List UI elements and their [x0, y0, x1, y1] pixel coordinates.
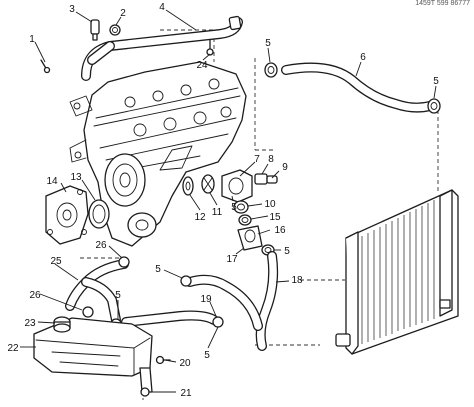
callout-5-tank: 5	[115, 290, 121, 301]
callout-7: 7	[254, 154, 260, 165]
bypass-hose	[185, 274, 263, 331]
outlet-pipe	[237, 225, 263, 251]
water-pump-gasket	[88, 199, 110, 229]
callout-6: 6	[360, 52, 366, 63]
hose-clamp	[82, 306, 94, 318]
bolt	[40, 59, 51, 74]
radiator-core-fins	[361, 200, 435, 344]
callout-1: 1	[29, 34, 35, 45]
o-ring	[238, 214, 252, 226]
callout-5-bypass: 5	[155, 264, 161, 275]
surge-tank-hose	[65, 259, 129, 325]
callout-20: 20	[179, 358, 191, 369]
radiator	[335, 189, 459, 355]
hose-clamp	[264, 62, 278, 78]
callout-12: 12	[194, 212, 206, 223]
callout-5-housing: 5	[231, 202, 237, 213]
callout-9: 9	[282, 162, 288, 173]
callout-5-top: 5	[265, 38, 271, 49]
callout-4: 4	[159, 2, 165, 13]
callout-22: 22	[7, 343, 19, 354]
callout-14: 14	[46, 176, 58, 187]
hose-clamp	[212, 316, 224, 328]
callout-23: 23	[24, 318, 36, 329]
engine-block	[69, 61, 247, 247]
hose-clamp	[118, 256, 130, 268]
clamp	[109, 24, 121, 36]
callout-17: 17	[226, 254, 238, 265]
callout-labels: 1 2 3 4 5 6 5 24 7 8 9 10 15 16 5 17 12 …	[7, 2, 439, 399]
callout-21: 21	[180, 388, 192, 399]
callout-26-lower: 26	[29, 290, 41, 301]
lower-radiator-hose	[255, 251, 279, 351]
housing-seal	[233, 200, 249, 214]
callout-5-right: 5	[433, 76, 439, 87]
callout-24: 24	[196, 60, 208, 71]
callout-11: 11	[212, 207, 223, 218]
sensor	[90, 19, 100, 41]
surge-tank	[33, 317, 153, 377]
callout-10: 10	[264, 199, 276, 210]
bolt	[140, 387, 150, 397]
heater-pipe	[81, 15, 243, 81]
thermostat	[201, 174, 215, 194]
leader-lines	[20, 9, 437, 393]
bolt	[206, 39, 214, 56]
callout-2: 2	[120, 8, 126, 19]
callout-5-thermostat: 5	[284, 246, 290, 257]
callout-19: 19	[200, 294, 212, 305]
surge-tank-cap	[53, 316, 71, 333]
reference-code: 1459T 599 86777	[415, 0, 470, 7]
hose-clamp	[180, 275, 192, 287]
thermostat-housing	[221, 169, 253, 203]
bolt	[155, 355, 171, 365]
thermostat-gasket	[182, 176, 194, 196]
callout-13: 13	[70, 172, 82, 183]
hose-clamp	[427, 98, 441, 114]
callout-5-lower: 5	[204, 350, 210, 361]
callout-8: 8	[268, 154, 274, 165]
callout-3: 3	[69, 4, 75, 15]
callout-26-upper: 26	[95, 240, 107, 251]
callout-15: 15	[269, 212, 281, 223]
temperature-sensor	[254, 173, 278, 185]
callout-18: 18	[291, 275, 303, 286]
water-pump	[45, 185, 89, 245]
heater-hose-lower	[121, 310, 219, 327]
callout-16: 16	[274, 225, 286, 236]
upper-radiator-hose	[281, 62, 435, 113]
callout-25: 25	[50, 256, 62, 267]
